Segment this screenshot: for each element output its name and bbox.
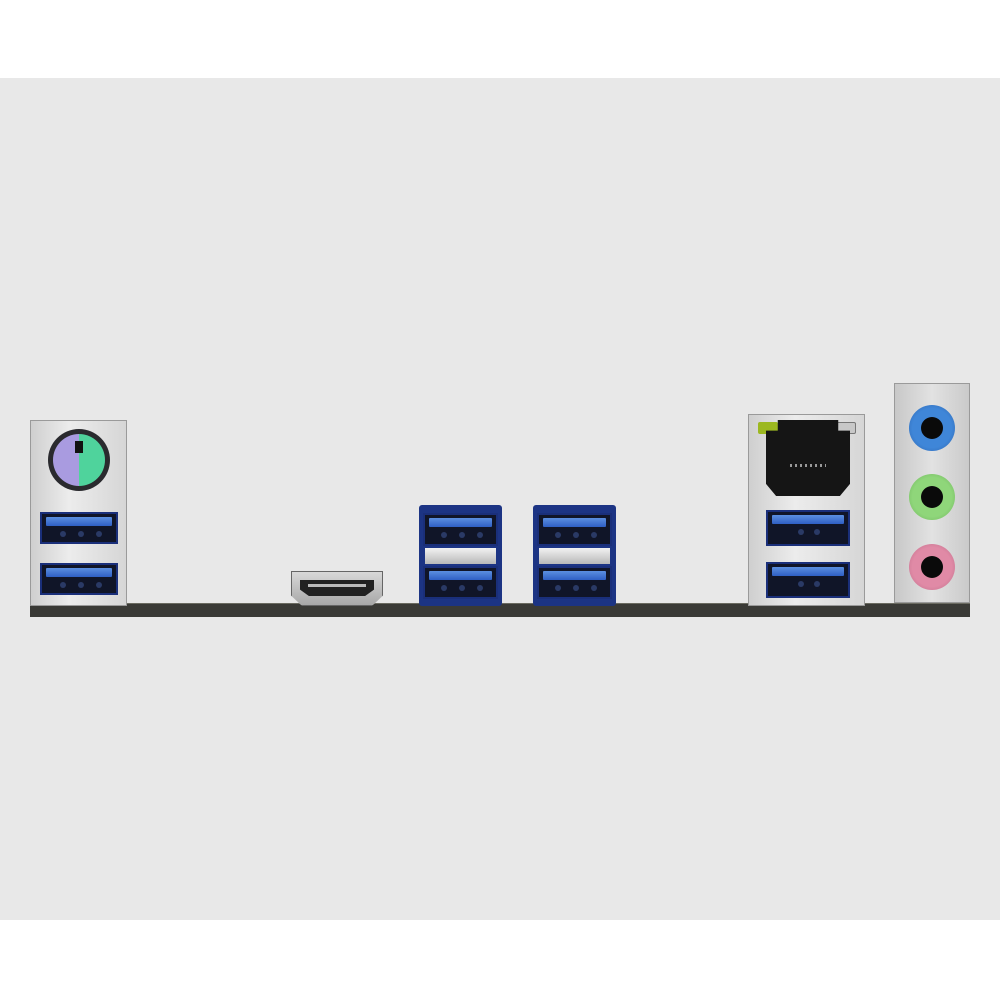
usb-port — [766, 562, 850, 598]
audio-mic-jack — [909, 544, 955, 590]
ps2-key — [75, 441, 83, 453]
usb-divider — [425, 548, 496, 564]
usb-port — [423, 513, 498, 546]
usb-port — [537, 566, 612, 599]
ps2-port — [48, 429, 110, 491]
audio-line-out-jack — [909, 474, 955, 520]
usb-port — [423, 566, 498, 599]
hdmi-port — [291, 571, 383, 606]
usb-port — [766, 510, 850, 546]
usb-port — [537, 513, 612, 546]
usb-port — [40, 512, 118, 544]
usb-stack-1 — [419, 505, 502, 606]
usb-divider — [539, 548, 610, 564]
audio-line-in-jack — [909, 405, 955, 451]
usb-port — [40, 563, 118, 595]
rj45-port — [766, 420, 850, 496]
usb-stack-2 — [533, 505, 616, 606]
